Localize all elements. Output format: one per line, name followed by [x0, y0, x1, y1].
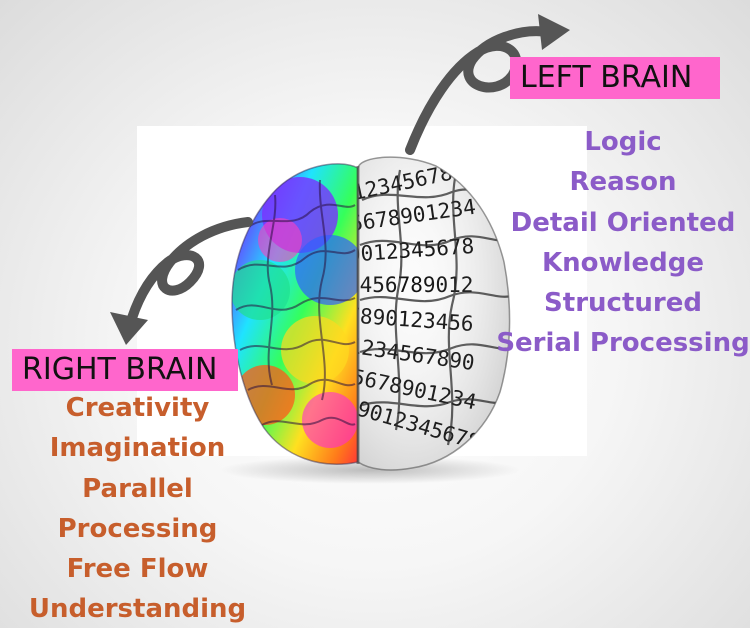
left-brain-label: LEFT BRAIN: [510, 57, 720, 99]
left-trait: Serial Processing: [496, 328, 750, 359]
right-trait: Free Flow: [66, 554, 209, 585]
left-trait: Reason: [569, 167, 677, 198]
left-trait: Structured: [544, 288, 702, 319]
right-trait: Understanding: [28, 594, 247, 625]
right-trait: Processing: [57, 513, 218, 544]
right-trait: Parallel: [82, 473, 193, 504]
right-brain-traits: Creativity Imagination Parallel Processi…: [20, 388, 255, 628]
left-trait: Detail Oriented: [510, 207, 736, 238]
right-trait: Imagination: [49, 433, 226, 464]
left-trait: Knowledge: [542, 247, 704, 278]
left-trait: Logic: [584, 127, 662, 157]
right-trait: Creativity: [65, 393, 210, 423]
right-brain-label: RIGHT BRAIN: [12, 349, 238, 391]
left-brain-traits: Logic Reason Detail Oriented Knowledge S…: [496, 122, 750, 364]
